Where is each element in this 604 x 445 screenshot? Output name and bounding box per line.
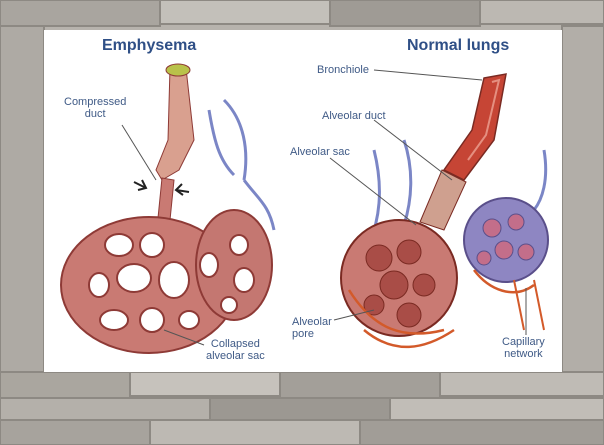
normal-lungs-title: Normal lungs (407, 37, 509, 55)
label-compressed-duct: Compressed duct (64, 96, 126, 120)
label-capillary-network: Capillary network (502, 336, 545, 360)
label-bronchiole: Bronchiole (317, 64, 369, 76)
illustration-panel: Emphysema Normal lungs Compressed duct C… (44, 30, 562, 372)
label-alveolar-duct: Alveolar duct (322, 110, 386, 122)
emphysema-title: Emphysema (102, 37, 196, 55)
label-alveolar-sac: Alveolar sac (290, 146, 350, 158)
label-collapsed-alveolar-sac: Collapsed alveolar sac (206, 338, 265, 362)
label-alveolar-pore: Alveolar pore (292, 316, 332, 340)
